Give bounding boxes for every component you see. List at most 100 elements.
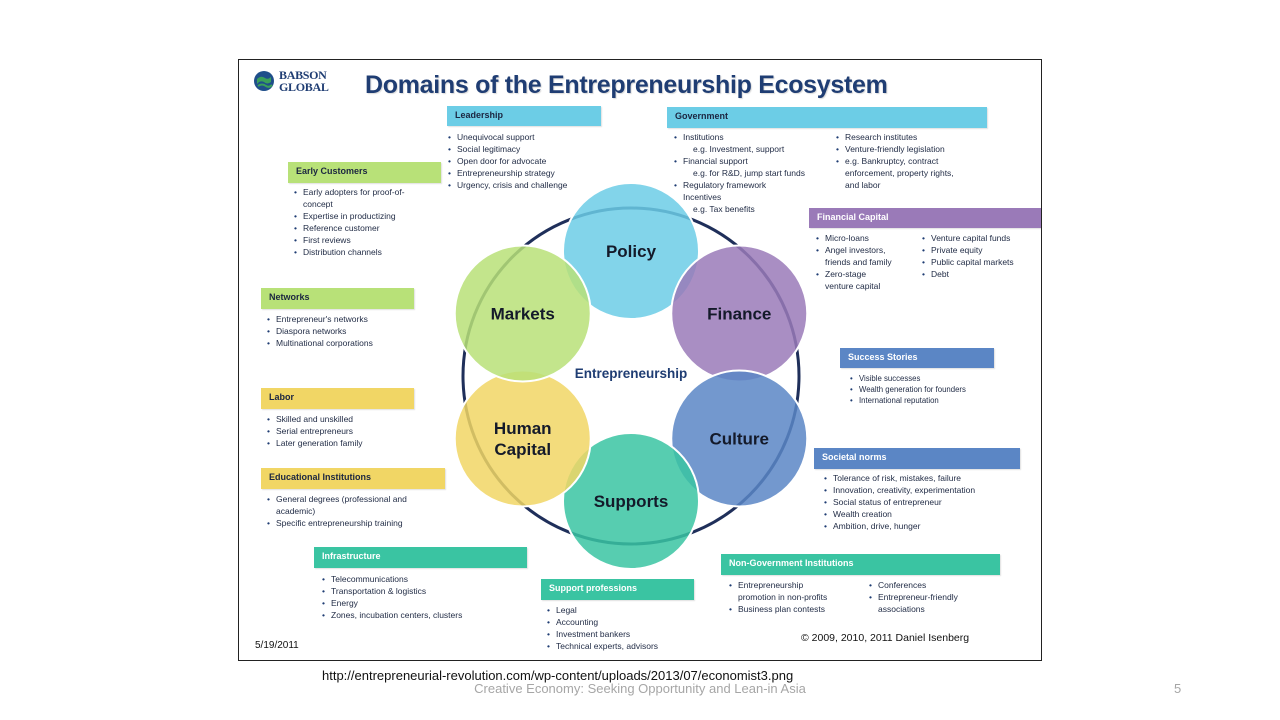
labor-list: Skilled and unskilled Serial entrepreneu…: [266, 413, 362, 449]
list-item: Debt: [921, 268, 1014, 280]
culture-circle: [670, 369, 809, 508]
list-item: promotion in non-profits: [738, 592, 828, 602]
list-item: Public capital markets: [921, 256, 1014, 268]
financial-capital-list-left: Micro-loans Angel investors, friends and…: [815, 232, 892, 292]
list-item: Entrepreneur's networks: [266, 313, 373, 325]
list-item: enforcement, property rights,: [845, 168, 954, 178]
list-item: Social status of entrepreneur: [823, 496, 975, 508]
brand-name: BABSON GLOBAL: [279, 68, 329, 94]
list-item: venture capital: [825, 281, 881, 291]
list-item: Wealth generation for founders: [849, 384, 966, 395]
list-item: Legal: [546, 604, 658, 616]
list-item: e.g. for R&D, jump start funds: [693, 168, 805, 178]
list-item: Energy: [321, 597, 462, 609]
list-item: Entrepreneurship: [728, 579, 827, 591]
financial-capital-header: Financial Capital: [809, 208, 1041, 228]
government-list-right: Research institutes Venture-friendly leg…: [835, 131, 954, 191]
list-item: Angel investors,: [815, 244, 892, 256]
networks-header: Networks: [261, 288, 414, 309]
list-item: e.g. Bankruptcy, contract: [835, 155, 954, 167]
list-item: Venture-friendly legislation: [835, 143, 954, 155]
list-item: friends and family: [825, 257, 892, 267]
supports-circle: [562, 432, 700, 570]
figure-date: 5/19/2011: [255, 640, 299, 651]
leadership-list: Unequivocal support Social legitimacy Op…: [447, 131, 567, 191]
list-item: Zero-stage: [815, 268, 892, 280]
figure-title: Domains of the Entrepreneurship Ecosyste…: [365, 71, 888, 99]
list-item: Technical experts, advisors: [546, 640, 658, 652]
list-item: concept: [303, 199, 333, 209]
list-item: General degrees (professional and: [266, 493, 407, 505]
list-item: Incentives: [683, 192, 722, 202]
list-item: Open door for advocate: [447, 155, 567, 167]
markets-label: Markets: [491, 305, 555, 324]
list-item: Entrepreneurship strategy: [447, 167, 567, 179]
human-capital-circle: [453, 369, 592, 508]
source-url[interactable]: http://entrepreneurial-revolution.com/wp…: [322, 668, 794, 683]
list-item: academic): [276, 506, 316, 516]
markets-circle: [453, 244, 592, 383]
early-customers-list: Early adopters for proof-of- concept Exp…: [293, 186, 405, 258]
list-item: Visible successes: [849, 373, 966, 384]
page-number: 5: [1174, 681, 1182, 696]
list-item: Distribution channels: [293, 246, 405, 258]
support-professions-header: Support professions: [541, 579, 694, 600]
list-item: Accounting: [546, 616, 658, 628]
list-item: Wealth creation: [823, 508, 975, 520]
leadership-header: Leadership: [447, 106, 601, 126]
success-stories-header: Success Stories: [840, 348, 994, 368]
list-item: Micro-loans: [815, 232, 892, 244]
infrastructure-list: Telecommunications Transportation & logi…: [321, 573, 462, 621]
list-item: Specific entrepreneurship training: [266, 517, 407, 529]
list-item: Serial entrepreneurs: [266, 425, 362, 437]
labor-header: Labor: [261, 388, 414, 409]
list-item: Zones, incubation centers, clusters: [321, 609, 462, 621]
list-item: International reputation: [849, 395, 966, 406]
globe-icon: [254, 71, 274, 91]
list-item: Conferences: [868, 579, 958, 591]
list-item: Later generation family: [266, 437, 362, 449]
list-item: Skilled and unskilled: [266, 413, 362, 425]
culture-label: Culture: [710, 430, 770, 449]
networks-list: Entrepreneur's networks Diaspora network…: [266, 313, 373, 349]
educational-institutions-list: General degrees (professional and academ…: [266, 493, 407, 529]
list-item: Expertise in productizing: [293, 210, 405, 222]
educational-institutions-header: Educational Institutions: [261, 468, 445, 489]
list-item: e.g. Tax benefits: [693, 204, 755, 214]
societal-norms-list: Tolerance of risk, mistakes, failure Inn…: [823, 472, 975, 532]
ecosystem-figure: BABSON GLOBAL Domains of the Entrepreneu…: [238, 59, 1042, 661]
babson-logo: BABSON GLOBAL: [253, 68, 343, 96]
list-item: Telecommunications: [321, 573, 462, 585]
list-item: Ambition, drive, hunger: [823, 520, 975, 532]
policy-circle: [562, 182, 700, 320]
copyright-notice: © 2009, 2010, 2011 Daniel Isenberg: [801, 632, 970, 644]
policy-label: Policy: [606, 242, 657, 261]
list-item: Transportation & logistics: [321, 585, 462, 597]
list-item: e.g. Investment, support: [693, 144, 785, 154]
list-item: associations: [878, 604, 925, 614]
finance-label: Finance: [707, 305, 771, 324]
societal-norms-header: Societal norms: [814, 448, 1020, 469]
list-item: Business plan contests: [728, 603, 827, 615]
early-customers-header: Early Customers: [288, 162, 441, 183]
list-item: Financial support: [673, 155, 805, 167]
list-item: First reviews: [293, 234, 405, 246]
list-item: Urgency, crisis and challenge: [447, 179, 567, 191]
list-item: Investment bankers: [546, 628, 658, 640]
list-item: Unequivocal support: [447, 131, 567, 143]
list-item: Diaspora networks: [266, 325, 373, 337]
list-item: Social legitimacy: [447, 143, 567, 155]
non-government-list-left: Entrepreneurship promotion in non-profit…: [728, 579, 827, 615]
support-professions-list: Legal Accounting Investment bankers Tech…: [546, 604, 658, 652]
list-item: Early adopters for proof-of-: [293, 186, 405, 198]
center-label: Entrepreneurship: [575, 366, 688, 381]
list-item: Regulatory framework: [673, 179, 805, 191]
list-item: Research institutes: [835, 131, 954, 143]
success-stories-list: Visible successes Wealth generation for …: [849, 373, 966, 406]
list-item: Multinational corporations: [266, 337, 373, 349]
list-item: Reference customer: [293, 222, 405, 234]
list-item: Private equity: [921, 244, 1014, 256]
non-government-list-right: Conferences Entrepreneur-friendly associ…: [868, 579, 958, 615]
